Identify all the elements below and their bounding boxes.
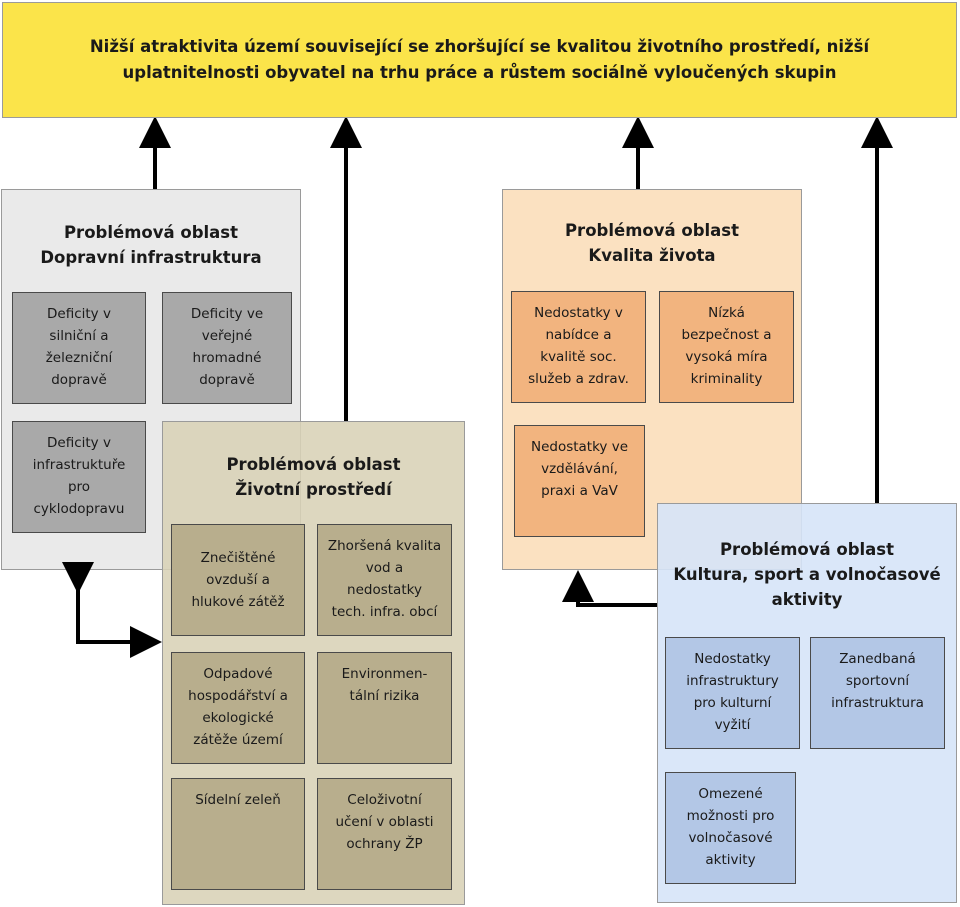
item-environmentalni-rizika: Environmen- tální rizika — [317, 652, 452, 764]
item-sportovni-infrastruktura: Zanedbaná sportovní infrastruktura — [810, 637, 945, 749]
item-cyklodoprava: Deficity v infrastruktuře pro cyklodopra… — [12, 421, 146, 533]
area-dopravni-infrastruktura: Problémová oblast Dopravní infrastruktur… — [1, 189, 301, 570]
area-kultura-sport: Problémová oblast Kultura, sport a volno… — [657, 503, 957, 903]
area-title-zivotni: Problémová oblast Životní prostředí — [226, 455, 401, 499]
item-ovzdusi-hluk: Znečištěné ovzduší a hlukové zátěž — [171, 524, 305, 636]
area-title-doprava: Problémová oblast Dopravní infrastruktur… — [40, 223, 262, 267]
arrow-doprava-zivotni — [62, 562, 162, 658]
item-silnicni-zeleznicni: Deficity v silniční a železniční dopravě — [12, 292, 146, 404]
area-zivotni-prostredi: Problémová oblast Životní prostředí Zneč… — [162, 421, 465, 905]
item-bezpecnost: Nízká bezpečnost a vysoká míra kriminali… — [659, 291, 794, 403]
area-title-kvalita: Problémová oblast Kvalita života — [564, 221, 740, 265]
top-problem-box: Nižší atraktivita území související se z… — [2, 2, 957, 118]
item-volnocasove-aktivity: Omezené možnosti pro volnočasové aktivit… — [665, 772, 796, 884]
item-verejna-doprava: Deficity ve veřejné hromadné dopravě — [162, 292, 292, 404]
item-odpadove-hospodarstvi: Odpadové hospodářství a ekologické zátěž… — [171, 652, 305, 764]
item-socialni-sluzby: Nedostatky v nabídce a kvalitě soc. služ… — [511, 291, 646, 403]
item-kvalita-vod: Zhoršená kvalita vod a nedostatky tech. … — [317, 524, 452, 636]
area-title-kultura: Problémová oblast Kultura, sport a volno… — [673, 540, 941, 609]
item-vzdelavani: Nedostatky ve vzdělávání, praxi a VaV — [514, 425, 645, 537]
item-sidelni-zelen: Sídelní zeleň — [171, 778, 305, 890]
top-problem-text: Nižší atraktivita území související se z… — [89, 37, 870, 82]
arrow-kultura-to-kvalita — [562, 570, 657, 607]
item-celozivotni-uceni: Celoživotní učení v oblasti ochrany ŽP — [317, 778, 452, 890]
item-kulturni-infrastruktura: Nedostatky infrastruktury pro kulturní v… — [665, 637, 800, 749]
